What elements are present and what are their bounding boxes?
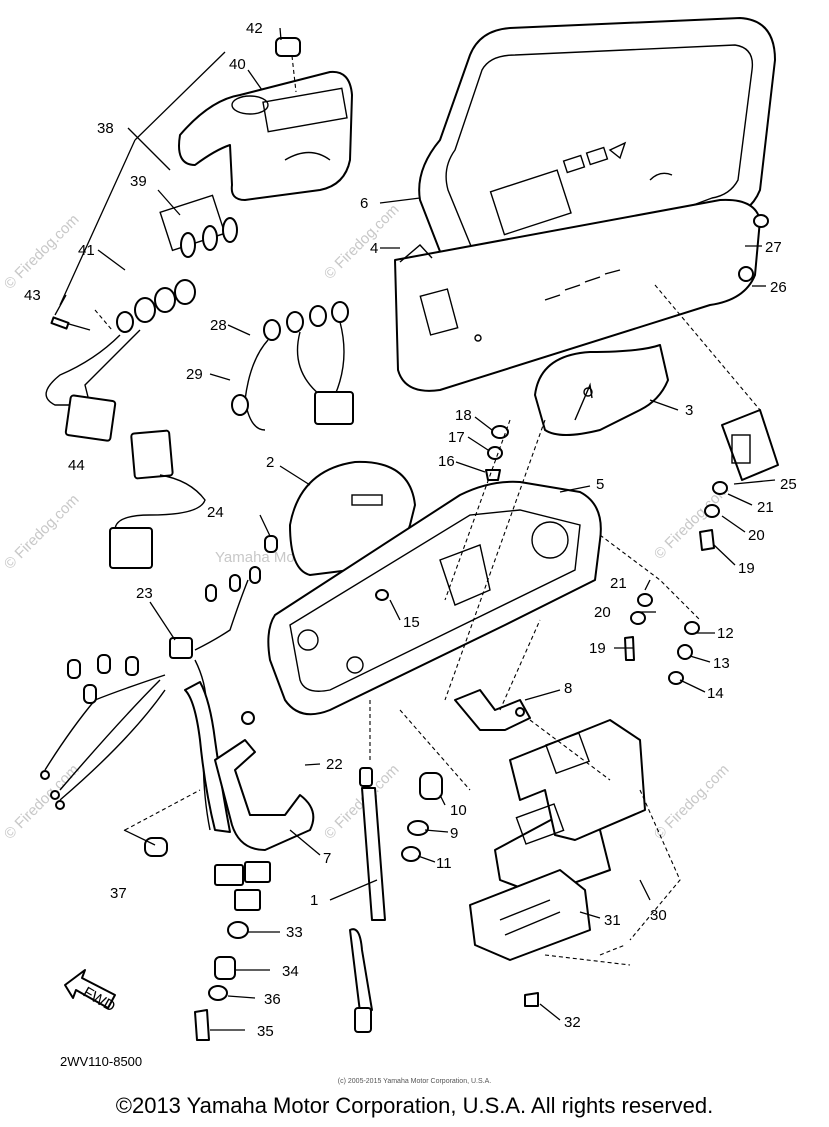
washer xyxy=(630,611,646,625)
washer xyxy=(208,985,228,1001)
part-label-19b: 19 xyxy=(589,640,606,657)
part-label-15: 15 xyxy=(403,614,420,631)
main-harness xyxy=(40,566,271,911)
nut xyxy=(401,846,421,862)
part-label-41: 41 xyxy=(78,242,95,259)
bulbs xyxy=(159,194,238,258)
assembly-lines xyxy=(94,284,761,966)
part-label-3: 3 xyxy=(685,402,693,419)
meter-case xyxy=(267,480,602,716)
meter-housing xyxy=(394,198,761,392)
part-label-21b: 21 xyxy=(610,575,627,592)
part-label-14: 14 xyxy=(707,685,724,702)
bulb xyxy=(264,535,278,553)
washer xyxy=(684,621,700,635)
part-label-17: 17 xyxy=(448,429,465,446)
screw xyxy=(485,469,501,481)
part-label-10: 10 xyxy=(450,802,467,819)
damper xyxy=(419,772,443,800)
washer xyxy=(753,214,769,228)
part-label-28: 28 xyxy=(210,317,227,334)
watermark-site: © Firedog.com xyxy=(1,491,83,573)
part-label-19a: 19 xyxy=(738,560,755,577)
part-label-20a: 20 xyxy=(748,527,765,544)
part-label-26: 26 xyxy=(770,279,787,296)
watermark-site: © Firedog.com xyxy=(321,201,403,283)
part-label-8: 8 xyxy=(564,680,572,697)
bolt xyxy=(194,1009,210,1041)
part-label-38: 38 xyxy=(97,120,114,137)
part-label-18: 18 xyxy=(455,407,472,424)
part-label-43: 43 xyxy=(24,287,41,304)
watermark-site: © Firedog.com xyxy=(651,761,733,843)
grommet xyxy=(227,921,249,939)
washer xyxy=(712,481,728,495)
part-label-23: 23 xyxy=(136,585,153,602)
part-label-6: 6 xyxy=(360,195,368,212)
sub-harness xyxy=(109,429,206,569)
nut xyxy=(668,671,684,685)
part-label-5: 5 xyxy=(596,476,604,493)
bolt xyxy=(699,529,715,551)
part-label-37: 37 xyxy=(110,885,127,902)
washer xyxy=(637,593,653,607)
switch-panel-cover xyxy=(178,70,353,201)
part-label-9: 9 xyxy=(450,825,458,842)
handlebar-switch-block xyxy=(469,719,646,1007)
part-label-33: 33 xyxy=(286,924,303,941)
part-label-39: 39 xyxy=(130,173,147,190)
grommet xyxy=(375,589,389,601)
part-label-31: 31 xyxy=(604,912,621,929)
watermark-site: © Firedog.com xyxy=(1,211,83,293)
tachometer-dial xyxy=(534,344,669,436)
washer xyxy=(704,504,720,518)
copyright-notice: ©2013 Yamaha Motor Corporation, U.S.A. A… xyxy=(115,1093,714,1118)
part-label-21a: 21 xyxy=(757,499,774,516)
cap xyxy=(275,37,301,57)
part-label-2: 2 xyxy=(266,454,274,471)
bracket xyxy=(214,739,315,851)
meter-bracket xyxy=(454,689,531,731)
part-label-36: 36 xyxy=(264,991,281,1008)
leader-lines xyxy=(54,27,776,1031)
part-label-44: 44 xyxy=(68,457,85,474)
collar xyxy=(677,644,693,660)
meter-lamp-harness xyxy=(231,301,354,431)
speedometer-cable xyxy=(349,767,386,1033)
washer xyxy=(407,820,429,836)
grommet xyxy=(144,837,168,857)
switch xyxy=(721,409,779,481)
part-label-1: 1 xyxy=(310,892,318,909)
part-labels: 1 2 3 4 5 6 7 8 9 10 11 12 13 14 15 16 1… xyxy=(24,20,797,1040)
part-label-30: 30 xyxy=(650,907,667,924)
collar xyxy=(738,266,754,282)
part-label-7: 7 xyxy=(323,850,331,867)
part-label-24: 24 xyxy=(207,504,224,521)
diagram-code: 2WV110-8500 xyxy=(60,1054,143,1069)
collar xyxy=(214,956,236,980)
part-label-42: 42 xyxy=(246,20,263,37)
part-label-35: 35 xyxy=(257,1023,274,1040)
part-label-11: 11 xyxy=(436,855,452,872)
part-label-12: 12 xyxy=(717,625,734,642)
part-label-22: 22 xyxy=(326,756,343,773)
part-label-4: 4 xyxy=(370,240,378,257)
part-label-34: 34 xyxy=(282,963,299,980)
washer xyxy=(487,446,503,460)
part-label-13: 13 xyxy=(713,655,730,672)
part-label-29: 29 xyxy=(186,366,203,383)
part-label-16: 16 xyxy=(438,453,455,470)
part-label-20b: 20 xyxy=(594,604,611,621)
small-copyright: (c) 2005-2015 Yamaha Motor Corporation, … xyxy=(337,1078,492,1085)
part-label-32: 32 xyxy=(564,1014,581,1031)
part-label-25: 25 xyxy=(780,476,797,493)
part-label-40: 40 xyxy=(229,56,246,73)
nut xyxy=(491,425,509,439)
fwd-arrow: FWD xyxy=(64,969,118,1016)
part-label-27: 27 xyxy=(765,239,782,256)
indicator-harness xyxy=(45,279,196,442)
